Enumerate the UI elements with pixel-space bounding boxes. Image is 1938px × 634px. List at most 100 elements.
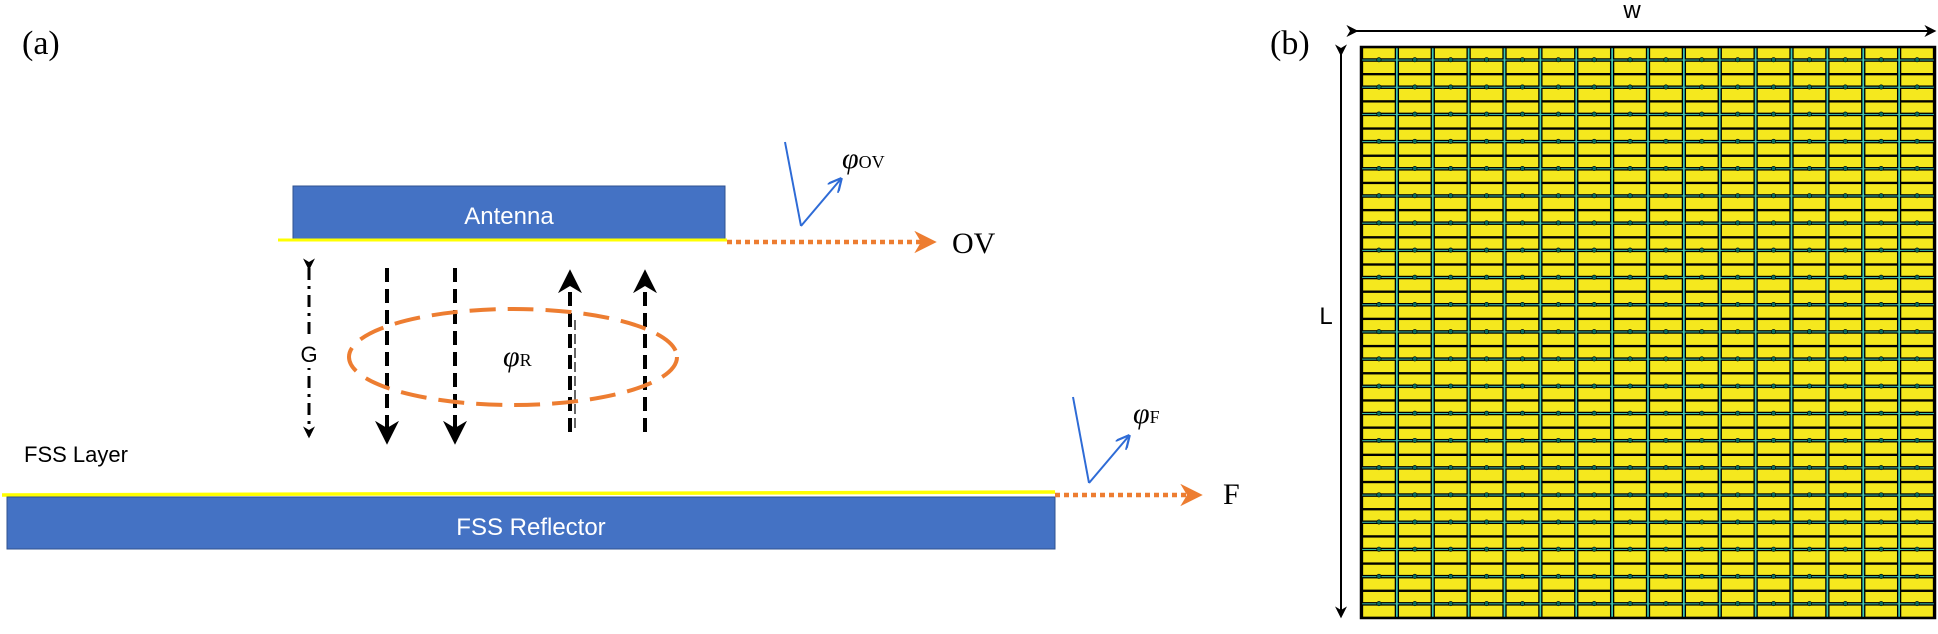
- fss-cell-via: [1914, 492, 1920, 498]
- fss-cell-via: [1699, 301, 1705, 307]
- fss-cell-via: [1878, 84, 1884, 90]
- fss-cell-patch: [1899, 114, 1935, 129]
- fss-cell-patch: [1612, 400, 1648, 414]
- fss-cell-patch: [1864, 522, 1899, 537]
- fss-cell-patch: [1648, 278, 1684, 292]
- fss-cell-via: [1699, 356, 1705, 362]
- fss-cell-via: [1627, 166, 1633, 172]
- fss-cell-patch: [1397, 549, 1432, 564]
- fss-cell-patch: [1684, 169, 1719, 184]
- fss-cell-via: [1663, 166, 1669, 172]
- fss-cell-via: [1555, 465, 1561, 471]
- fss-cell-via: [1806, 465, 1812, 471]
- fss-cell-patch: [1397, 441, 1432, 455]
- fss-cell-patch: [1577, 386, 1612, 401]
- fss-cell-via: [1555, 492, 1561, 498]
- fss-cell-patch: [1828, 74, 1863, 87]
- fss-cell-patch: [1756, 223, 1791, 238]
- fss-cell-patch: [1828, 305, 1863, 320]
- fss-cell-via: [1806, 519, 1812, 525]
- fss-cell-patch: [1612, 454, 1648, 468]
- fss-cell-patch: [1397, 291, 1432, 305]
- fss-cell-patch: [1720, 577, 1755, 591]
- fss-cell-via: [1591, 274, 1597, 280]
- fss-cell-patch: [1684, 318, 1719, 332]
- panel-a: (a) Antenna OV φOV G φR FSS Layer: [1, 25, 1240, 550]
- fss-cell-patch: [1864, 305, 1899, 320]
- fss-cell-patch: [1577, 536, 1612, 549]
- fss-cell-patch: [1792, 60, 1827, 75]
- fss-cell-via: [1699, 84, 1705, 90]
- fss-cell-via: [1735, 573, 1741, 579]
- fss-cell-patch: [1505, 87, 1540, 102]
- fss-cell-patch: [1899, 604, 1935, 619]
- fss-cell-via: [1842, 546, 1848, 552]
- fss-cell-via: [1806, 601, 1812, 607]
- fss-cell-patch: [1433, 481, 1468, 495]
- fss-cell-patch: [1433, 250, 1468, 265]
- fss-cell-patch: [1792, 468, 1827, 483]
- fss-cell-via: [1412, 410, 1418, 416]
- fss-cell-patch: [1541, 223, 1576, 238]
- fss-cell-via: [1735, 601, 1741, 607]
- fss-cell-via: [1412, 193, 1418, 199]
- fss-cell-patch: [1433, 563, 1468, 577]
- fss-cell-patch: [1577, 87, 1612, 102]
- fss-cell-patch: [1361, 114, 1397, 129]
- fss-cell-patch: [1828, 604, 1863, 619]
- fss-cell-patch: [1899, 577, 1935, 591]
- fss-cell-patch: [1899, 101, 1935, 114]
- fss-cell-patch: [1541, 468, 1576, 483]
- fss-cell-patch: [1648, 413, 1684, 428]
- fss-cell-patch: [1433, 359, 1468, 374]
- fss-cell-patch: [1648, 237, 1684, 250]
- fss-cell-patch: [1397, 522, 1432, 537]
- fss-cell-via: [1519, 410, 1525, 416]
- fss-cell-patch: [1433, 345, 1468, 359]
- fss-cell-patch: [1577, 468, 1612, 483]
- fss-cell-via: [1627, 546, 1633, 552]
- fss-cell-patch: [1720, 359, 1755, 374]
- fss-cell-patch: [1469, 332, 1504, 347]
- fss-cell-via: [1555, 329, 1561, 335]
- fss-cell-patch: [1684, 46, 1719, 60]
- fss-cell-patch: [1864, 46, 1899, 60]
- fss-cell-via: [1806, 383, 1812, 389]
- fss-cell-via: [1806, 193, 1812, 199]
- fss-cell-patch: [1792, 305, 1827, 320]
- fss-cell-via: [1376, 437, 1382, 443]
- fss-cell-via: [1412, 601, 1418, 607]
- fss-cell-patch: [1469, 196, 1504, 211]
- fss-cell-patch: [1864, 264, 1899, 278]
- fss-cell-patch: [1361, 101, 1397, 114]
- fss-cell-patch: [1684, 481, 1719, 495]
- fss-cell-patch: [1577, 264, 1612, 278]
- fss-cell-patch: [1612, 237, 1648, 250]
- fss-cell-via: [1914, 519, 1920, 525]
- fss-cell-via: [1663, 220, 1669, 226]
- fss-cell-patch: [1397, 237, 1432, 250]
- fss-cell-via: [1591, 356, 1597, 362]
- fss-cell-via: [1735, 465, 1741, 471]
- fss-cell-patch: [1577, 101, 1612, 114]
- fss-cell-patch: [1397, 563, 1432, 577]
- fss-cell-patch: [1397, 318, 1432, 332]
- fss-cell-via: [1663, 465, 1669, 471]
- fss-cell-patch: [1469, 209, 1504, 223]
- fss-cell-patch: [1361, 332, 1397, 347]
- fss-cell-patch: [1864, 182, 1899, 196]
- fss-cell-patch: [1792, 278, 1827, 292]
- fss-cell-patch: [1899, 454, 1935, 468]
- fss-cell-patch: [1397, 359, 1432, 374]
- fss-cell-patch: [1756, 536, 1791, 549]
- fss-cell-patch: [1720, 250, 1755, 265]
- fss-cell-via: [1878, 601, 1884, 607]
- fss-cell-patch: [1792, 495, 1827, 510]
- fss-cell-patch: [1577, 169, 1612, 184]
- fss-cell-patch: [1720, 400, 1755, 414]
- fss-cell-patch: [1577, 454, 1612, 468]
- fss-cell-patch: [1899, 373, 1935, 386]
- fss-cell-via: [1627, 356, 1633, 362]
- fss-cell-via: [1914, 84, 1920, 90]
- fss-cell-patch: [1541, 400, 1576, 414]
